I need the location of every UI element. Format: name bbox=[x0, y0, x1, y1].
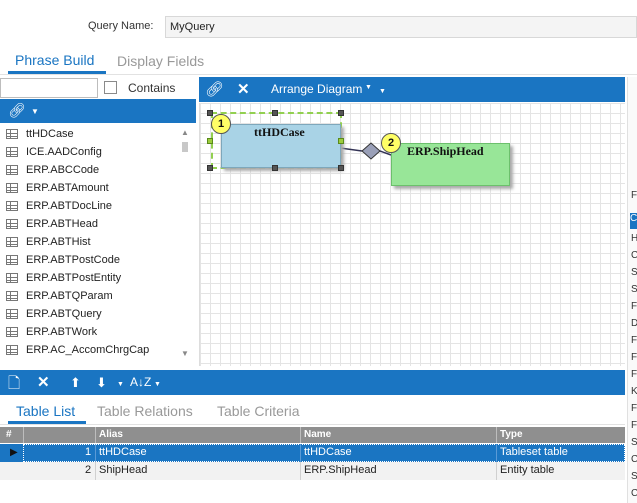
delete-icon[interactable]: ✕ bbox=[37, 374, 50, 391]
list-item[interactable]: ERP.ABTQParam bbox=[0, 287, 180, 305]
table-icon bbox=[6, 183, 18, 193]
resize-handle[interactable] bbox=[272, 110, 278, 116]
link-icon[interactable]: 🔗︎ bbox=[205, 81, 225, 98]
table-list: ttHDCase ICE.AADConfig ERP.ABCCode ERP.A… bbox=[0, 125, 196, 363]
delete-icon[interactable]: ✕ bbox=[237, 81, 250, 98]
list-item[interactable]: ERP.ABTPostCode bbox=[0, 251, 180, 269]
contains-checkbox[interactable] bbox=[104, 81, 117, 94]
table-icon bbox=[6, 147, 18, 157]
move-up-icon[interactable]: ⬆︎ bbox=[70, 375, 81, 390]
tab-display-fields[interactable]: Display Fields bbox=[117, 53, 205, 69]
list-item[interactable]: ERP.ABTHead bbox=[0, 215, 180, 233]
list-item[interactable]: ERP.AC_AccomChrgCap bbox=[0, 341, 180, 359]
resize-handle[interactable] bbox=[207, 110, 213, 116]
list-item[interactable]: ERP.ABCCode bbox=[0, 161, 180, 179]
row-pointer-icon: ▶ bbox=[10, 447, 18, 458]
dropdown-arrow-icon[interactable]: ▼ bbox=[117, 381, 124, 388]
tab-divider bbox=[0, 424, 625, 425]
diagram-toolbar: 🔗︎ ✕ Arrange Diagram ▼ ▼ bbox=[199, 77, 625, 102]
table-icon bbox=[6, 273, 18, 283]
diagram-node-tthdcase[interactable]: ttHDCase bbox=[221, 124, 341, 168]
list-item[interactable]: ERP.ABTAmount bbox=[0, 179, 180, 197]
table-row[interactable]: 2 ShipHead ERP.ShipHead Entity table bbox=[0, 462, 625, 480]
scroll-up-icon[interactable]: ▲ bbox=[181, 128, 189, 137]
sort-icon[interactable]: A↓Z bbox=[130, 375, 152, 389]
column-header-type[interactable]: Type bbox=[500, 429, 523, 440]
column-header-num[interactable]: # bbox=[6, 429, 12, 440]
relation-diamond-icon bbox=[361, 142, 381, 160]
contains-label: Contains bbox=[128, 81, 176, 95]
resize-handle[interactable] bbox=[338, 138, 344, 144]
list-item[interactable]: ERP.ABTHist bbox=[0, 233, 180, 251]
left-toolbar: 🔗︎ ▼ bbox=[0, 99, 196, 123]
tab-phrase-build[interactable]: Phrase Build bbox=[15, 52, 95, 68]
list-item[interactable]: ERP.ABTDocLine bbox=[0, 197, 180, 215]
link-icon[interactable]: 🔗︎ bbox=[8, 102, 26, 118]
node-title: ERP.ShipHead bbox=[407, 144, 484, 158]
list-item[interactable]: ttHDCase bbox=[0, 125, 180, 143]
tab-table-relations[interactable]: Table Relations bbox=[97, 403, 193, 419]
list-item[interactable]: ERP.ABTWork bbox=[0, 323, 180, 341]
table-icon bbox=[6, 219, 18, 229]
column-header-alias[interactable]: Alias bbox=[99, 429, 123, 440]
diagram-node-erp-shiphead[interactable]: ERP.ShipHead bbox=[391, 143, 510, 186]
active-tab-indicator bbox=[8, 421, 86, 424]
query-name-input[interactable] bbox=[165, 16, 637, 38]
table-icon bbox=[6, 345, 18, 355]
relation-connector[interactable] bbox=[340, 138, 395, 168]
resize-handle[interactable] bbox=[338, 165, 344, 171]
active-tab-indicator bbox=[8, 71, 106, 74]
table-icon bbox=[6, 255, 18, 265]
dropdown-arrow-icon[interactable]: ▼ bbox=[31, 107, 39, 116]
resize-handle[interactable] bbox=[338, 110, 344, 116]
table-icon bbox=[6, 165, 18, 175]
scroll-down-icon[interactable]: ▼ bbox=[181, 349, 189, 358]
dropdown-arrow-icon[interactable]: ▼ bbox=[154, 381, 161, 388]
table-icon bbox=[6, 327, 18, 337]
node-number-badge: 1 bbox=[211, 114, 231, 134]
tab-table-criteria[interactable]: Table Criteria bbox=[217, 403, 300, 419]
list-item[interactable]: ERP.ABTQuery bbox=[0, 305, 180, 323]
resize-handle[interactable] bbox=[207, 165, 213, 171]
table-icon bbox=[6, 291, 18, 301]
table-row[interactable]: 1 ttHDCase ttHDCase Tableset table bbox=[0, 444, 625, 462]
table-icon bbox=[6, 309, 18, 319]
tab-divider bbox=[0, 74, 637, 75]
dropdown-arrow-icon[interactable]: ▼ bbox=[365, 84, 372, 91]
tab-table-list[interactable]: Table List bbox=[16, 403, 76, 419]
query-name-label: Query Name: bbox=[88, 20, 154, 32]
column-header-name[interactable]: Name bbox=[304, 429, 332, 440]
list-item[interactable]: ERP.ABTPostEntity bbox=[0, 269, 180, 287]
list-item[interactable]: ICE.AADConfig bbox=[0, 143, 180, 161]
scroll-thumb[interactable] bbox=[182, 142, 188, 152]
table-icon bbox=[6, 237, 18, 247]
node-number-badge: 2 bbox=[381, 133, 401, 153]
grid-header: # Alias Name Type bbox=[0, 427, 625, 443]
resize-handle[interactable] bbox=[207, 138, 213, 144]
table-list-toolbar: 🗋︎ ✕ ⬆︎ ⬇︎ ▼ A↓Z ▼ bbox=[0, 370, 625, 395]
left-list-scrollbar[interactable]: ▲ ▼ bbox=[180, 128, 190, 358]
table-icon bbox=[6, 201, 18, 211]
right-side-panel: F C H C S S F D F F F K F F S C S C bbox=[627, 77, 637, 503]
dropdown-arrow-icon[interactable]: ▼ bbox=[379, 88, 386, 95]
table-search-input[interactable] bbox=[0, 78, 98, 98]
new-icon[interactable]: 🗋︎ bbox=[8, 375, 21, 392]
resize-handle[interactable] bbox=[272, 165, 278, 171]
table-icon bbox=[6, 129, 18, 139]
node-title: ttHDCase bbox=[254, 125, 305, 139]
arrange-diagram-button[interactable]: Arrange Diagram bbox=[271, 82, 363, 96]
move-down-icon[interactable]: ⬇︎ bbox=[96, 375, 107, 390]
